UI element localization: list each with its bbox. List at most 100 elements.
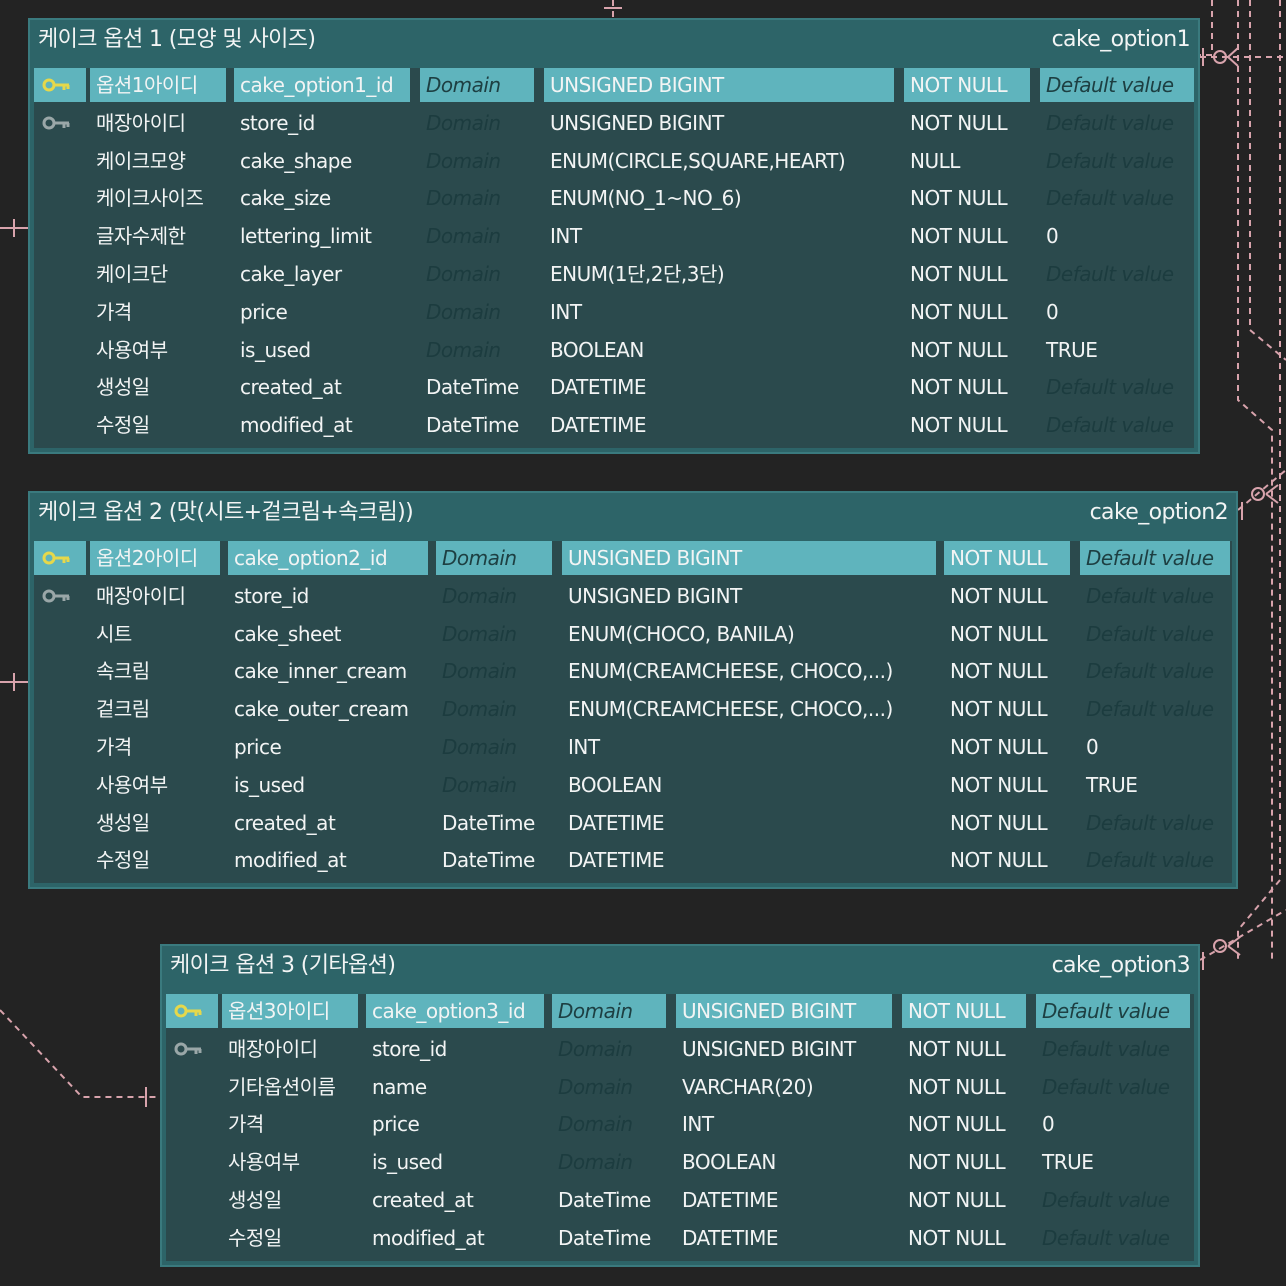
primary-key-icon xyxy=(34,541,86,575)
column-nullable: NOT NULL xyxy=(908,1036,1006,1061)
table-cake-option2[interactable]: 케이크 옵션 2 (맛(시트+겉크림+속크림))cake_option2 옵션2아… xyxy=(28,491,1238,889)
key-cell xyxy=(34,219,86,253)
column-domain: Domain xyxy=(442,772,517,797)
column-logical-name: 생성일 xyxy=(96,810,150,835)
column-data-type: BOOLEAN xyxy=(682,1150,776,1175)
column-data-type: DATETIME xyxy=(682,1188,779,1212)
column-data-type: UNSIGNED BIGINT xyxy=(682,1036,856,1061)
column-physical-name: modified_at xyxy=(372,1225,485,1250)
column-nullable: NOT NULL xyxy=(950,659,1048,684)
column-data-type: UNSIGNED BIGINT xyxy=(544,68,894,102)
column-nullable: NOT NULL xyxy=(910,262,1008,286)
column-nullable: NOT NULL xyxy=(944,541,1070,575)
column-nullable: NOT NULL xyxy=(902,994,1026,1028)
connector-left-2 xyxy=(0,673,28,691)
column-nullable: NOT NULL xyxy=(950,735,1048,759)
column-default: Default value xyxy=(1086,583,1214,608)
column-logical-name: 매장아이디 xyxy=(96,583,186,608)
key-cell xyxy=(34,843,86,877)
column-domain: DateTime xyxy=(442,810,535,835)
column-data-type: BOOLEAN xyxy=(568,772,662,797)
column-physical-name: modified_at xyxy=(240,413,353,438)
column-nullable: NOT NULL xyxy=(904,68,1030,102)
column-default: TRUE xyxy=(1042,1150,1094,1175)
column-domain: Domain xyxy=(426,224,501,249)
column-nullable: NOT NULL xyxy=(908,1074,1006,1099)
column-nullable: NOT NULL xyxy=(950,697,1048,722)
column-nullable: NOT NULL xyxy=(908,1188,1006,1212)
column-physical-name: cake_layer xyxy=(240,262,342,286)
table-header[interactable]: 케이크 옵션 1 (모양 및 사이즈)cake_option1 xyxy=(30,20,1198,60)
column-domain: Domain xyxy=(558,1112,633,1137)
key-cell xyxy=(34,370,86,404)
column-logical-name: 옵션1아이디 xyxy=(90,68,226,102)
column-default: Default value xyxy=(1086,848,1214,873)
column-logical-name: 생성일 xyxy=(228,1188,282,1212)
column-domain: Domain xyxy=(426,148,501,173)
column-default: 0 xyxy=(1046,299,1059,324)
column-physical-name: cake_sheet xyxy=(234,621,341,646)
column-physical-name: modified_at xyxy=(234,848,347,873)
table-physical-name: cake_option3 xyxy=(1051,953,1191,978)
column-data-type: BOOLEAN xyxy=(550,337,644,362)
table-header[interactable]: 케이크 옵션 3 (기타옵션)cake_option3 xyxy=(162,946,1198,986)
column-domain: Domain xyxy=(426,186,501,211)
column-logical-name: 가격 xyxy=(96,299,132,324)
column-nullable: NOT NULL xyxy=(910,375,1008,400)
column-nullable: NOT NULL xyxy=(910,110,1008,135)
column-physical-name: cake_option3_id xyxy=(366,994,544,1028)
column-domain: Domain xyxy=(420,68,534,102)
key-cell xyxy=(34,295,86,329)
table-header[interactable]: 케이크 옵션 2 (맛(시트+겉크림+속크림))cake_option2 xyxy=(30,493,1236,533)
column-physical-name: lettering_limit xyxy=(240,224,372,249)
column-logical-name: 케이크모양 xyxy=(96,148,186,173)
column-data-type: UNSIGNED BIGINT xyxy=(568,583,742,608)
column-logical-name: 가격 xyxy=(228,1112,264,1137)
column-default: 0 xyxy=(1046,224,1059,249)
column-data-type: DATETIME xyxy=(550,375,647,400)
key-cell xyxy=(34,806,86,840)
connector-left-3 xyxy=(0,1009,160,1107)
column-domain: DateTime xyxy=(426,413,519,438)
column-physical-name: name xyxy=(372,1074,427,1099)
column-data-type: INT xyxy=(550,299,582,324)
column-nullable: NULL xyxy=(910,148,960,173)
column-data-type: VARCHAR(20) xyxy=(682,1074,814,1099)
column-default: Default value xyxy=(1046,262,1174,286)
column-default: Default value xyxy=(1086,659,1214,684)
key-cell xyxy=(166,1107,218,1141)
connector-left-1 xyxy=(0,219,28,237)
column-physical-name: store_id xyxy=(234,583,309,608)
key-cell xyxy=(166,1183,218,1217)
